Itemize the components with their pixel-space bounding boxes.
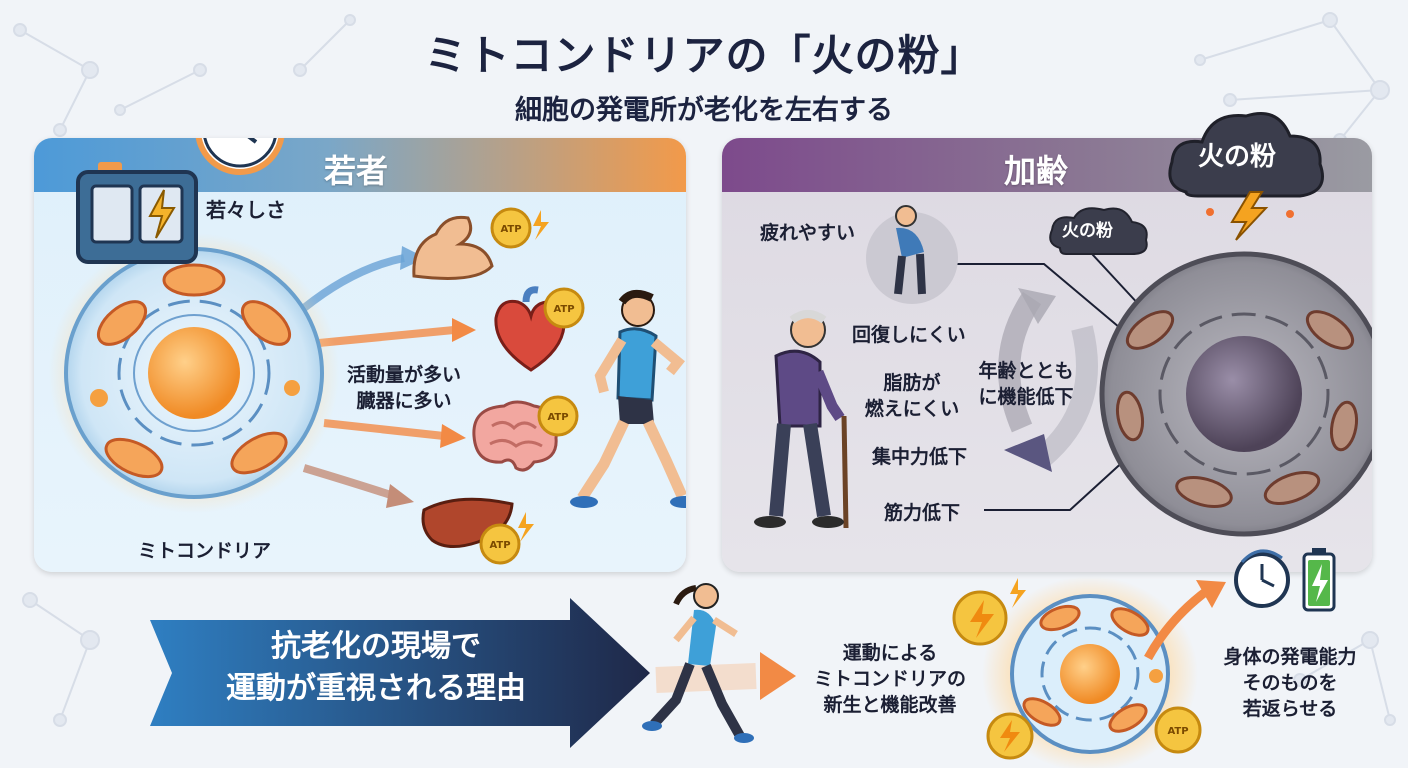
elderly-person-icon	[754, 310, 849, 529]
tired-person-icon	[866, 205, 958, 304]
big-arrow-text: 抗老化の現場で 運動が重視される理由	[226, 629, 526, 706]
clock-icon	[195, 138, 285, 175]
renewed-cell: ATP	[952, 576, 1226, 768]
symptom-decline: 年齢ととも に機能低下	[978, 360, 1074, 408]
atp-coin-muscle: ATP	[490, 207, 549, 249]
clock-battery-icon	[1234, 548, 1336, 612]
atp-coin-liver: ATP	[479, 512, 534, 565]
mitochondria-group	[96, 263, 292, 479]
young-cell	[49, 233, 339, 513]
page-subtitle: 細胞の発電所が老化を左右する	[515, 95, 893, 126]
svg-text:ATP: ATP	[489, 540, 510, 551]
spark-cloud-label: 火の粉	[1062, 221, 1113, 241]
young-panel: 若者	[34, 138, 686, 572]
rejuvenate-text: 身体の発電能力 そのものを 若返らせる	[1223, 646, 1357, 720]
young-panel-title: 若者	[324, 152, 389, 190]
svg-text:ATP: ATP	[1167, 726, 1188, 737]
page-title: ミトコンドリアの「火の粉」	[424, 31, 984, 80]
symptom-fat: 脂肪が 燃えにくい	[864, 372, 960, 420]
activity-label: 活動量が多い 臓器に多い	[346, 364, 461, 412]
muscle-icon	[412, 215, 494, 280]
symptom-focus: 集中力低下	[872, 446, 968, 468]
big-arrow	[150, 598, 650, 748]
symptom-connectors	[954, 253, 1143, 511]
atp-text: ATP	[500, 224, 521, 235]
aged-panel-title: 加齢	[1004, 152, 1069, 190]
atp-coin-heart: ATP	[543, 287, 585, 329]
atp-coin-brain: ATP	[537, 395, 579, 437]
generator-icon	[76, 162, 198, 264]
exercise-effect-text: 運動による ミトコンドリアの 新生と機能改善	[813, 642, 966, 716]
svg-text:ATP: ATP	[547, 412, 568, 423]
organ-arrows	[301, 246, 476, 508]
aged-cell	[1099, 251, 1372, 537]
generator-label: 若々しさ	[206, 198, 286, 222]
mitochondria-label: ミトコンドリア	[138, 540, 272, 562]
female-runner-icon	[642, 583, 796, 743]
storm-cloud-label: 火の粉	[1198, 142, 1277, 172]
symptom-recovery: 回復しにくい	[852, 324, 966, 346]
storm-cloud-icon	[1168, 112, 1324, 241]
spark-cloud-icon	[1049, 207, 1148, 255]
aged-mitochondria-group	[1115, 310, 1359, 508]
svg-text:ATP: ATP	[553, 304, 574, 315]
symptom-muscle: 筋力低下	[884, 502, 961, 524]
symptom-tired: 疲れやすい	[760, 222, 856, 244]
brain-icon	[472, 400, 559, 472]
runner-icon	[570, 289, 686, 508]
